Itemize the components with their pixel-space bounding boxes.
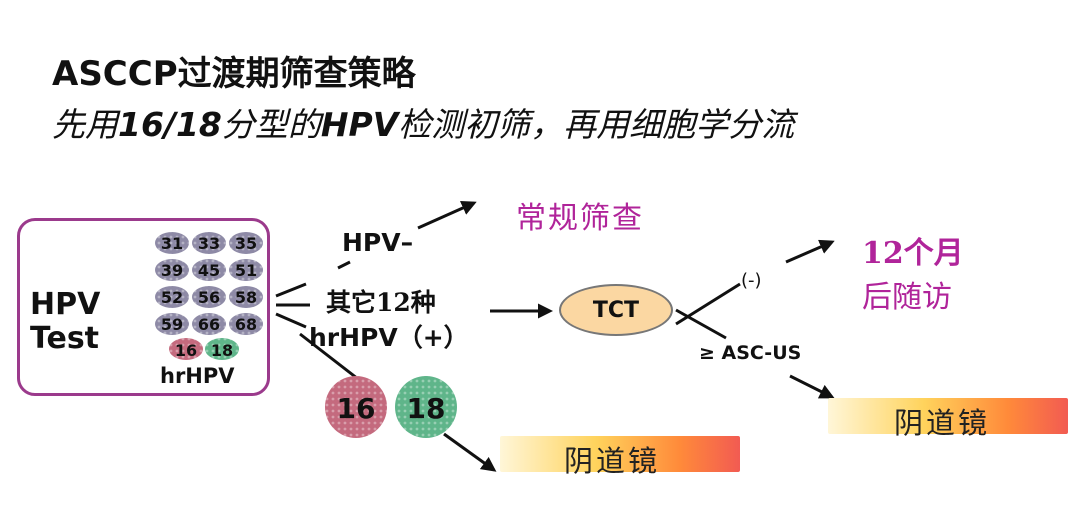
subtitle-part-3: 分型的	[221, 105, 321, 144]
subtitle-part-2: 16/18	[118, 105, 222, 144]
page-subtitle: 先用16/18分型的HPV检测初筛，再用细胞学分流	[52, 98, 794, 146]
arrow-to-routine	[337, 260, 351, 270]
virus-18-icon	[395, 376, 457, 438]
subtitle-part-5: 检测初筛，再用细胞学分流	[398, 105, 795, 144]
subtitle-part-4: HPV	[320, 105, 399, 144]
colposcopy-bottom-label: 阴道镜	[564, 444, 661, 478]
virus-type-label: 45	[198, 261, 220, 280]
arrow-tct-positive	[675, 308, 727, 340]
virus-16-icon	[325, 376, 387, 438]
virus-grid: 31 33 35 39 45 51 52 56 58 59 66 68	[155, 232, 263, 335]
virus-type-33-icon: 33	[192, 232, 226, 254]
virus-16-label: 16	[337, 392, 376, 425]
virus-type-label: 68	[235, 315, 257, 334]
routine-screening-label: 常规筛查	[516, 201, 644, 236]
hpv-test-label: HPV Test	[30, 288, 100, 356]
virus-type-58-icon: 58	[229, 286, 263, 308]
virus-type-label: 51	[235, 261, 257, 280]
key-type-16-label: 16	[175, 341, 197, 360]
other-12-types-line-1: 其它12种	[326, 288, 436, 317]
arrow-tct-negative	[675, 282, 741, 326]
virus-type-68-icon: 68	[229, 313, 263, 335]
virus-type-45-icon: 45	[192, 259, 226, 281]
key-type-18-icon	[205, 338, 239, 360]
virus-type-label: 59	[161, 315, 183, 334]
arrow-tct-positive-head	[789, 374, 835, 399]
virus-type-66-icon: 66	[192, 313, 226, 335]
other-12-types-line-2: hrHPV（+）	[309, 323, 469, 352]
subtitle-part-1: 先用	[52, 105, 118, 144]
virus-type-label: 58	[235, 288, 257, 307]
virus-type-label: 35	[235, 234, 257, 253]
virus-type-35-icon: 35	[229, 232, 263, 254]
tct-negative-label: (-)	[741, 270, 762, 291]
connector-lower	[275, 312, 307, 329]
tct-positive-label: ≥ ASC-US	[699, 342, 802, 364]
colposcopy-bottom-bar: 阴道镜	[500, 436, 740, 478]
page-title: ASCCP过渡期筛查策略	[52, 54, 416, 94]
followup-line-1: 12个月	[862, 236, 964, 271]
virus-type-31-icon: 31	[155, 232, 189, 254]
arrow-to-routine-head	[417, 201, 477, 230]
virus-18-label: 18	[407, 392, 446, 425]
arrow-tct-negative-head	[785, 239, 835, 264]
virus-type-51-icon: 51	[229, 259, 263, 281]
connector-upper	[275, 282, 307, 298]
hpv-test-box	[17, 218, 270, 396]
followup-line-2: 后随访	[862, 280, 952, 315]
colposcopy-right-label: 阴道镜	[894, 406, 991, 440]
tct-node: TCT	[559, 284, 673, 336]
virus-type-52-icon: 52	[155, 286, 189, 308]
virus-type-label: 39	[161, 261, 183, 280]
virus-type-56-icon: 56	[192, 286, 226, 308]
virus-type-label: 56	[198, 288, 220, 307]
hpv-test-line-1: HPV	[30, 287, 101, 322]
colposcopy-right-bar: 阴道镜	[828, 398, 1068, 440]
arrow-16-18-head	[443, 432, 497, 472]
virus-type-label: 52	[161, 288, 183, 307]
hpv-negative-label: HPV–	[342, 228, 414, 257]
key-type-18-label: 18	[211, 341, 233, 360]
key-type-16-icon	[169, 338, 203, 360]
virus-type-label: 31	[161, 234, 183, 253]
virus-type-label: 33	[198, 234, 220, 253]
arrow-16-18	[299, 332, 363, 384]
virus-type-label: 66	[198, 315, 220, 334]
hrhpv-label: hrHPV	[160, 364, 235, 388]
virus-type-39-icon: 39	[155, 259, 189, 281]
hpv-test-line-2: Test	[30, 321, 100, 356]
virus-type-59-icon: 59	[155, 313, 189, 335]
